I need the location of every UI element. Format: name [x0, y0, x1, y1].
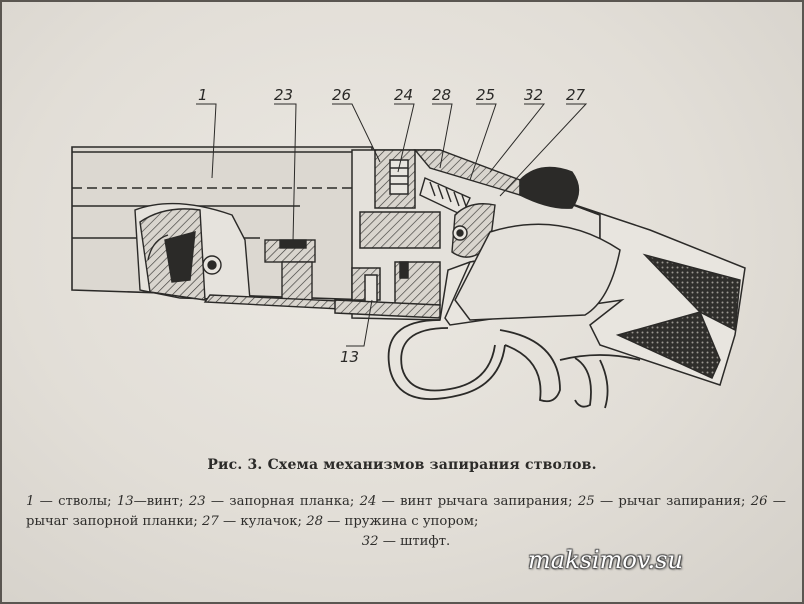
- legend-text-26: — рычаг запорной планки;: [26, 494, 786, 529]
- legend-num-27: 27: [202, 514, 219, 529]
- callout-28: 28: [432, 86, 451, 104]
- callout-25: 25: [476, 86, 495, 104]
- legend-num-13: 13: [116, 494, 134, 509]
- legend-text-28: — пружина с упором;: [322, 514, 479, 529]
- callout-26: 26: [332, 86, 351, 104]
- callout-23: 23: [274, 86, 293, 104]
- legend-num-32: 32: [361, 534, 379, 549]
- legend-text-23: — запорная планка;: [205, 494, 360, 509]
- legend-text-27: — кулачок;: [218, 514, 307, 529]
- figure-title: Рис. 3. Схема механизмов запирания ствол…: [207, 457, 597, 473]
- legend-text-24: — винт рычага запирания;: [376, 494, 578, 509]
- legend-text-32: — штифт.: [378, 534, 451, 549]
- leader-lines: [196, 103, 588, 347]
- legend-text-1: — стволы;: [34, 494, 117, 509]
- locking-bar: [203, 239, 361, 311]
- figure-legend: 1 — стволы; 13—винт; 23 — запорная планк…: [26, 492, 786, 552]
- legend-num-23: 23: [188, 494, 206, 509]
- callout-32: 32: [524, 86, 543, 104]
- trigger-guard: [387, 319, 641, 409]
- legend-line-3: 32 — штифт.: [26, 532, 786, 552]
- stock: [444, 199, 746, 386]
- callout-numbers: 1 23 26 24 28 25 32 27 13: [198, 86, 586, 366]
- watermark: maksimov.su: [528, 546, 683, 574]
- breech-block: [134, 202, 251, 301]
- legend-num-28: 28: [306, 514, 323, 529]
- callout-13: 13: [340, 348, 359, 366]
- legend-num-25: 25: [577, 494, 595, 509]
- legend-num-1: 1: [26, 494, 35, 509]
- legend-text-13: —винт;: [133, 494, 189, 509]
- callout-1: 1: [198, 86, 208, 104]
- legend-num-24: 24: [359, 494, 377, 509]
- callout-24: 24: [394, 86, 413, 104]
- legend-text-25: — рычаг запирания;: [594, 494, 751, 509]
- legend-num-26: 26: [750, 494, 768, 509]
- callout-27: 27: [566, 86, 586, 104]
